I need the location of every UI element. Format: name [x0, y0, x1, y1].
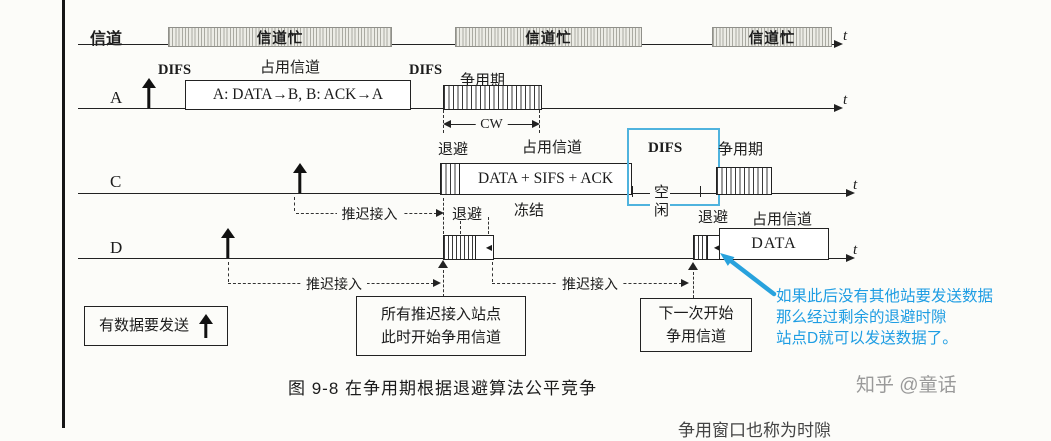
backoff-label-d2: 退避 — [698, 209, 729, 226]
defer-d1-start-dash — [228, 262, 229, 282]
frame-c-text: DATA + SIFS + ACK — [477, 170, 614, 187]
backoff-label-c: 退避 — [438, 141, 469, 158]
freeze-label: 冻结 — [514, 202, 545, 219]
freeze-marker-icon-1: ◀ — [485, 242, 492, 252]
defer-label-c: 推迟接入 — [336, 206, 403, 222]
defer-arrow-d1: 推迟接入 — [228, 276, 441, 292]
channel-label: 信道 — [90, 31, 123, 48]
occupy-label-d: 占用信道 — [752, 211, 813, 228]
page-edge-line — [62, 0, 65, 428]
send-note-box: 有数据要发送 — [84, 306, 228, 346]
station-c-label: C — [110, 172, 122, 191]
station-a-t-label: t — [843, 92, 848, 108]
station-a-arrival-arrow-icon — [141, 78, 157, 108]
freeze-marker-icon-2: ◀ — [713, 242, 720, 252]
blue-note-line-2: 那么经过剩余的退避时隙 — [776, 309, 947, 326]
contention-label-a: 争用期 — [460, 72, 506, 89]
partial-cut-text: 争用窗口也称为时隙 — [678, 421, 831, 440]
blue-pointer-arrow-icon — [720, 253, 777, 297]
defer-c-start-dash — [294, 197, 295, 211]
frame-d-data: DATA — [719, 228, 829, 260]
defer-d2-start-dash — [492, 262, 493, 282]
station-c-arrival-arrow-icon — [292, 163, 308, 193]
occupy-label-c: 占用信道 — [522, 139, 583, 156]
station-c-t-label: t — [853, 177, 858, 193]
frame-c-data-sifs-ack: DATA + SIFS + ACK — [459, 163, 632, 195]
cw-label: CW — [475, 117, 508, 133]
difs-label-c: DIFS — [648, 140, 683, 156]
watermark: 知乎 @童话 — [856, 375, 957, 396]
send-note-up-arrow-icon — [199, 314, 213, 338]
frame-a-text: A: DATA→B, B: ACK→A — [212, 86, 384, 103]
backoff-label-d1: 退避 — [452, 206, 483, 223]
contention-window-box-a — [443, 85, 542, 110]
cw-arrow: CW — [443, 117, 540, 133]
defer-label-d2: 推迟接入 — [557, 276, 623, 292]
freeze-dash — [488, 217, 489, 234]
difs-start-tick — [632, 186, 633, 197]
connector-uphead-2 — [688, 262, 698, 270]
backoff-d1-dash — [460, 221, 461, 234]
defer-label-d1: 推迟接入 — [301, 276, 367, 292]
next-contention-line-1: 下一次开始 — [658, 304, 734, 322]
all-defer-note-box: 所有推迟接入站点 此时开始争用信道 — [356, 296, 526, 356]
defer-arrow-c: 推迟接入 — [296, 206, 444, 222]
channel-busy-label-2: 信道忙 — [525, 30, 572, 47]
channel-busy-box-3: 信道忙 — [712, 27, 832, 47]
station-d-t-label: t — [853, 242, 858, 258]
all-defer-line-2: 此时开始争用信道 — [380, 329, 501, 346]
connector-uphead-1 — [438, 260, 448, 268]
connector-dash-2 — [693, 272, 694, 298]
station-d-arrival-arrow-icon — [220, 228, 236, 258]
idle-label: 空闲 — [650, 184, 670, 220]
contention-window-box-c — [716, 167, 772, 195]
channel-t-label: t — [843, 28, 848, 44]
frame-d-text: DATA — [751, 235, 797, 252]
next-contention-line-2: 争用信道 — [665, 328, 726, 345]
station-d-label: D — [110, 238, 123, 257]
contention-label-c: 争用期 — [718, 141, 764, 158]
all-defer-line-1: 所有推迟接入站点 — [380, 305, 501, 323]
frame-a-data-ack: A: DATA→B, B: ACK→A — [185, 80, 411, 110]
figure-caption: 图 9-8 在争用期根据退避算法公平竞争 — [288, 379, 598, 398]
channel-busy-label-1: 信道忙 — [256, 30, 304, 47]
difs-end-tick — [700, 186, 701, 197]
connector-dash-1 — [443, 270, 444, 297]
difs-label-a1: DIFS — [158, 62, 192, 78]
station-a-label: A — [110, 88, 123, 107]
send-note-text: 有数据要发送 — [98, 317, 189, 335]
channel-busy-box-1: 信道忙 — [168, 27, 392, 47]
blue-note-line-3: 站点D就可以发送数据了。 — [776, 330, 958, 347]
blue-note-line-1: 如果此后没有其他站要发送数据 — [776, 288, 994, 305]
occupy-label-a: 占用信道 — [260, 59, 321, 76]
defer-arrow-d2: 推迟接入 — [492, 276, 689, 292]
channel-busy-box-2: 信道忙 — [455, 27, 642, 47]
channel-busy-label-3: 信道忙 — [748, 30, 796, 47]
backoff-box-d1: ◀ — [443, 235, 494, 260]
difs-label-a2: DIFS — [409, 62, 443, 78]
backoff-start-dash — [443, 198, 444, 234]
next-contention-note-box: 下一次开始 争用信道 — [640, 298, 752, 352]
backoff-box-c — [440, 163, 461, 195]
